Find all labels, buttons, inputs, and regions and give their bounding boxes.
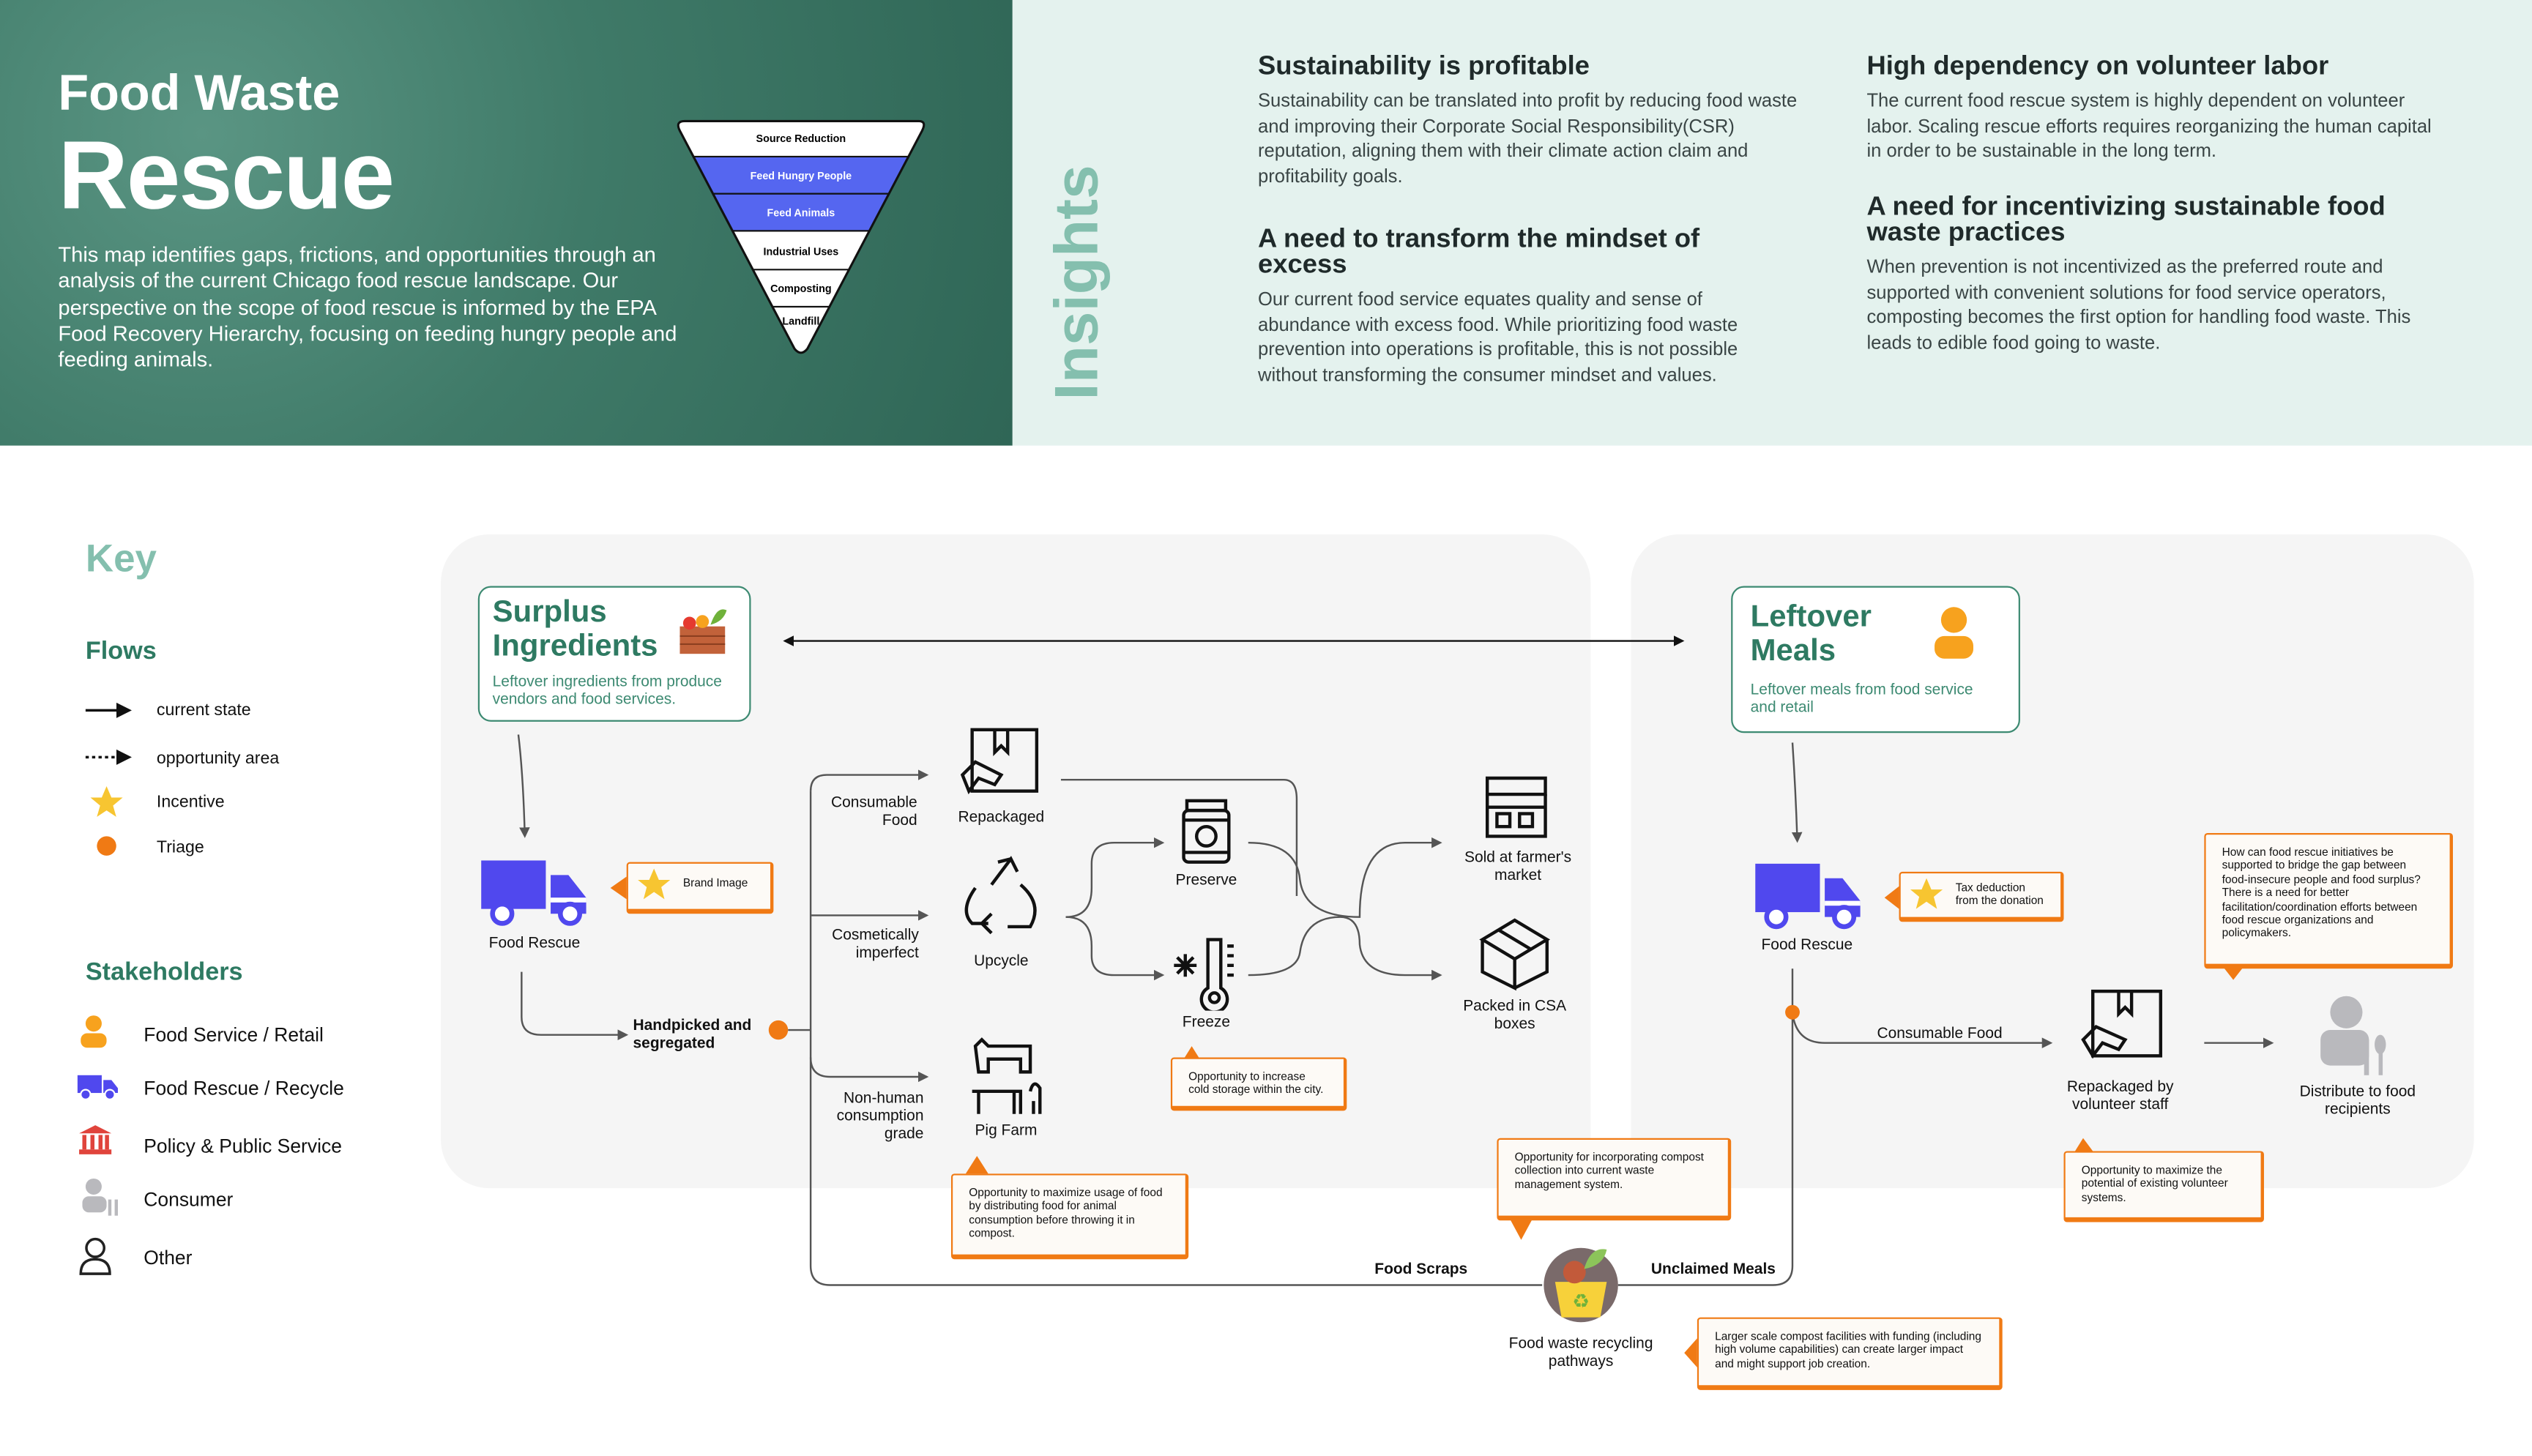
- stakeholder-consumer: Consumer: [144, 1188, 234, 1212]
- key-title: Key: [85, 537, 157, 581]
- branch-nonhuman-label: Non-human consumption grade: [836, 1089, 924, 1143]
- repackaged-box-hand-icon: [960, 728, 1039, 795]
- freeze-label: Freeze: [1182, 1013, 1231, 1032]
- compost-collection-callout: Opportunity for incorporating compost co…: [1497, 1138, 1732, 1221]
- repackaged-volunteer-label: Repackaged by volunteer staff: [2066, 1078, 2174, 1114]
- food-rescue-left-label: Food Rescue: [488, 934, 581, 953]
- volunteer-repack-icon: [2081, 989, 2163, 1059]
- stakeholders-title: Stakeholders: [85, 959, 243, 987]
- csa-label: Packed in CSA boxes: [1463, 997, 1567, 1034]
- volunteer-callout: Opportunity to maximize the potential of…: [2063, 1151, 2264, 1222]
- level-feed-animals: Feed Animals: [767, 208, 835, 220]
- farm-animals-icon: [972, 1037, 1042, 1114]
- flows-title: Flows: [85, 638, 157, 665]
- stakeholder-food-service: Food Service / Retail: [144, 1023, 324, 1047]
- food-recovery-hierarchy: Source Reduction Feed Hungry People Feed…: [677, 119, 926, 354]
- handpicked-label: Handpicked and segregated: [633, 1017, 752, 1053]
- other-person-icon: [79, 1237, 111, 1275]
- consumer-icon: [82, 1178, 118, 1216]
- insight-4: A need for incentivizing sustainable foo…: [1866, 192, 2411, 353]
- level-industrial: Industrial Uses: [764, 246, 839, 258]
- preserve-label: Preserve: [1175, 871, 1237, 890]
- food-rescue-right-label: Food Rescue: [1761, 936, 1853, 955]
- food-rescue-truck-right-icon: [1755, 863, 1861, 930]
- government-building-icon: [79, 1125, 112, 1154]
- bridge-gap-callout: How can food rescue initiatives be suppo…: [2204, 832, 2454, 969]
- compost-bin-icon: ♻: [1544, 1247, 1618, 1323]
- intro-text: This map identifies gaps, frictions, and…: [58, 242, 677, 372]
- preserve-jar-icon: [1182, 799, 1231, 864]
- key-star-icon: [90, 786, 123, 817]
- food-recipient-icon: [2320, 996, 2386, 1075]
- recycling-pathways-label: Food waste recycling pathways: [1508, 1334, 1653, 1371]
- level-landfill: Landfill: [782, 316, 819, 327]
- level-feed-hungry: Feed Hungry People: [751, 171, 852, 182]
- upcycle-label: Upcycle: [974, 952, 1029, 971]
- distribute-label: Distribute to food recipients: [2299, 1083, 2416, 1119]
- food-service-person-icon: [1935, 607, 1973, 659]
- svg-text:♻: ♻: [1572, 1290, 1590, 1312]
- produce-crate-icon: [679, 609, 727, 654]
- farmers-market-stall-icon: [1485, 776, 1547, 838]
- upcycle-recycle-icon: [964, 856, 1037, 935]
- compost-facilities-callout: Larger scale compost facilities with fun…: [1697, 1317, 2003, 1390]
- freeze-thermometer-icon: [1174, 938, 1234, 1011]
- repackaged-label: Repackaged: [958, 808, 1045, 827]
- title-line2: Rescue: [58, 121, 395, 230]
- stakeholder-food-rescue: Food Rescue / Recycle: [144, 1077, 344, 1100]
- tax-incentive-star-icon: [1910, 878, 1943, 909]
- consumable-right-label: Consumable Food: [1877, 1025, 2003, 1043]
- level-composting: Composting: [770, 283, 832, 295]
- branch-cosmetic-label: Cosmetically imperfect: [832, 926, 919, 963]
- food-scraps-label: Food Scraps: [1374, 1261, 1468, 1279]
- key-current-state: current state: [156, 701, 251, 720]
- level-source-reduction: Source Reduction: [756, 133, 846, 145]
- truck-icon: [77, 1075, 118, 1100]
- key-triage-dot-icon: [97, 836, 116, 856]
- triage-dot-left: [768, 1020, 789, 1040]
- food-rescue-truck-icon: [481, 860, 587, 926]
- unclaimed-meals-label: Unclaimed Meals: [1650, 1261, 1776, 1279]
- stakeholder-other: Other: [144, 1246, 193, 1269]
- stakeholder-policy: Policy & Public Service: [144, 1135, 342, 1158]
- key-triage: Triage: [156, 837, 204, 858]
- key-opportunity: opportunity area: [156, 749, 280, 769]
- animal-usage-callout: Opportunity to maximize usage of food by…: [950, 1173, 1189, 1260]
- pig-farm-label: Pig Farm: [975, 1121, 1038, 1140]
- food-service-icon: [81, 1015, 107, 1048]
- branch-consumable-label: Consumable Food: [831, 794, 917, 830]
- title-line1: Food Waste: [58, 64, 340, 122]
- insight-2: A need to transform the mindset of exces…: [1258, 224, 1738, 385]
- insights-banner: [1012, 0, 2532, 446]
- triage-dot-right: [1785, 1004, 1800, 1020]
- cold-storage-callout: Opportunity to increase cold storage wit…: [1170, 1057, 1347, 1111]
- csa-box-icon: [1479, 918, 1551, 991]
- key-incentive: Incentive: [156, 792, 225, 813]
- sold-market-label: Sold at farmer's market: [1464, 849, 1572, 885]
- incentive-star-icon: [638, 868, 671, 900]
